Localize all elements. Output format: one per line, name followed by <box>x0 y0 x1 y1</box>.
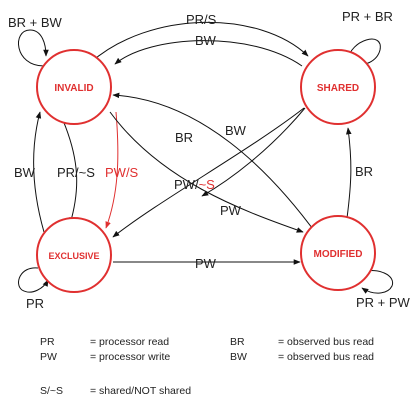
legend-pw-abbr: PW <box>40 351 57 363</box>
legend-br-abbr: BR <box>230 336 245 348</box>
edge-shared-to-invalid <box>114 40 303 67</box>
edge-shared-to-modified <box>201 107 306 197</box>
label-invalid-to-modified-prefix: PW/ <box>174 177 199 192</box>
label-modified-self: PR + PW <box>356 295 411 310</box>
state-shared-label: SHARED <box>317 83 359 94</box>
legend: PR = processor read PW = processor write… <box>40 336 374 397</box>
state-modified-circle <box>300 215 376 291</box>
legend-br-def: = observed bus read <box>278 336 374 348</box>
edge-shared-to-exclusive <box>112 107 305 238</box>
legend-bw-def: = observed bus read <box>278 351 374 363</box>
edge-invalid-to-shared <box>89 21 309 64</box>
label-exclusive-to-invalid: BW <box>14 165 36 180</box>
label-shared-self: PR + BR <box>342 9 393 24</box>
label-invalid-self: BR + BW <box>8 15 63 30</box>
label-shared-to-modified: PW <box>220 203 242 218</box>
legend-pr-abbr: PR <box>40 336 55 348</box>
state-invalid-label: INVALID <box>54 83 93 94</box>
state-shared-circle <box>300 49 376 125</box>
state-exclusive-circle <box>36 217 112 293</box>
label-invalid-to-modified: PW/~S <box>174 177 215 192</box>
label-modified-to-invalid: BW <box>225 123 247 138</box>
edge-invalid-to-exclusive-read <box>61 117 78 225</box>
label-exclusive-to-modified: PW <box>195 256 217 271</box>
state-modified-label: MODIFIED <box>314 249 363 260</box>
edge-invalid-self-loop <box>18 29 49 67</box>
legend-s-abbr: S/~S <box>40 385 63 397</box>
label-exclusive-self: PR <box>26 296 44 311</box>
label-shared-to-invalid: BW <box>195 33 217 48</box>
edge-invalid-to-exclusive-write <box>105 111 119 229</box>
label-invalid-to-exclusive-read: PR/~S <box>57 165 95 180</box>
edge-invalid-to-modified <box>109 111 304 233</box>
label-invalid-to-exclusive-write: PW/S <box>105 165 139 180</box>
edge-exclusive-to-invalid <box>33 111 45 233</box>
legend-bw-abbr: BW <box>230 351 247 363</box>
edge-modified-to-invalid <box>112 92 319 237</box>
label-shared-to-exclusive: BR <box>175 130 193 145</box>
legend-pw-def: = processor write <box>90 351 170 363</box>
legend-s-def: = shared/NOT shared <box>90 385 191 397</box>
edge-modified-self-loop <box>355 270 394 294</box>
legend-pr-def: = processor read <box>90 336 169 348</box>
edge-modified-to-shared <box>346 127 352 219</box>
label-invalid-to-shared: PR/S <box>186 12 217 27</box>
edge-exclusive-self-loop <box>18 267 49 293</box>
state-exclusive-label: EXCLUSIVE <box>48 251 99 261</box>
label-modified-to-shared: BR <box>355 164 373 179</box>
state-invalid-circle <box>36 49 112 125</box>
label-invalid-to-modified-suffix: ~S <box>199 177 216 192</box>
